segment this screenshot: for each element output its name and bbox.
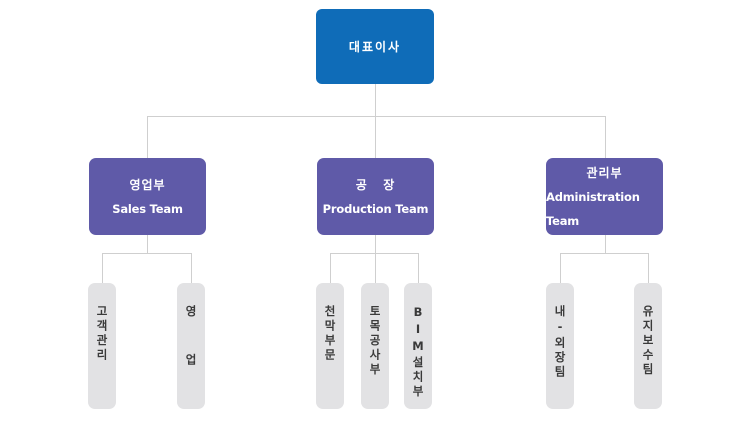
dept-sales-name-en: Sales Team bbox=[112, 201, 183, 216]
dept-sales-name-ko: 영업부 bbox=[129, 177, 166, 192]
team-bim-install: BIM설치부 bbox=[404, 283, 432, 409]
dept-production: 공 장 Production Team bbox=[317, 158, 434, 235]
dept-admin-name-ko: 관리부 bbox=[586, 165, 623, 180]
team-sales: 영 업 bbox=[177, 283, 205, 409]
team-customer-management: 고객관리 bbox=[88, 283, 116, 409]
team-label: 유지보수팀 bbox=[641, 305, 655, 378]
dept-production-name-en: Production Team bbox=[322, 201, 429, 216]
team-civil-works: 토목공사부 bbox=[361, 283, 389, 409]
team-label: 고객관리 bbox=[95, 305, 109, 363]
dept-admin: 관리부 Administration Team bbox=[546, 158, 663, 235]
ceo-label: 대표이사 bbox=[348, 40, 402, 54]
team-label: 토목공사부 bbox=[368, 305, 382, 378]
team-maintenance: 유지보수팀 bbox=[634, 283, 662, 409]
team-interior-exterior: 내-외장팀 bbox=[546, 283, 574, 409]
ceo-node: 대표이사 bbox=[316, 9, 434, 84]
dept-production-name-ko: 공 장 bbox=[355, 177, 396, 192]
team-label: 내-외장팀 bbox=[553, 305, 567, 380]
dept-admin-name-en: Administration Team bbox=[546, 189, 640, 228]
team-label: 영 업 bbox=[184, 305, 198, 368]
team-tent: 천막부문 bbox=[316, 283, 344, 409]
team-label: 천막부문 bbox=[323, 305, 337, 363]
dept-sales: 영업부 Sales Team bbox=[89, 158, 206, 235]
team-label: BIM설치부 bbox=[411, 305, 425, 400]
